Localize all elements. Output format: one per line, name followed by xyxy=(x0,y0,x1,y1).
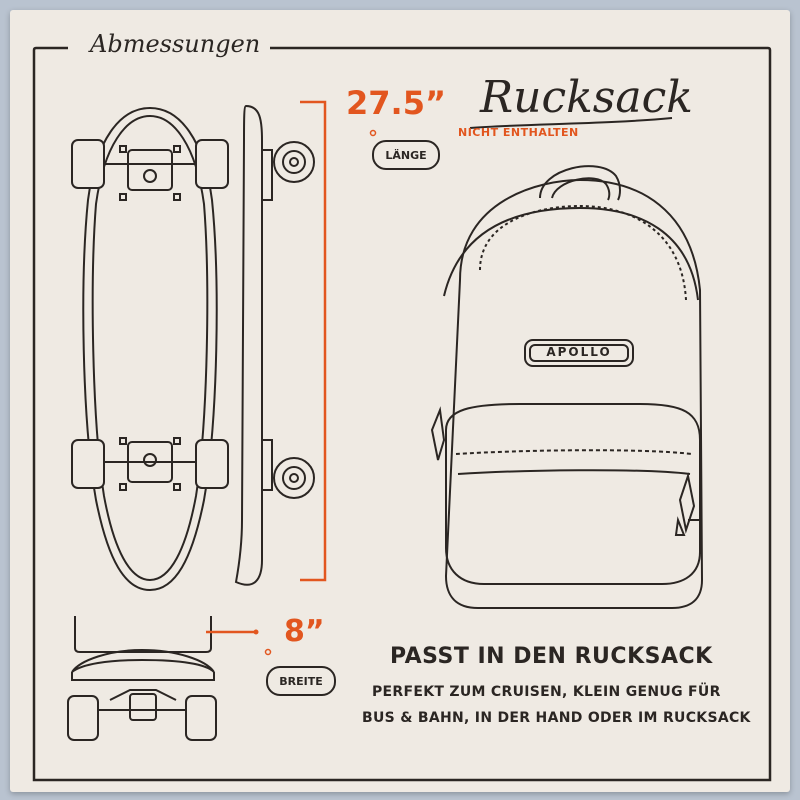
backpack-brand-label: APOLLO xyxy=(546,345,612,359)
rucksack-underline xyxy=(469,117,673,129)
frame-border xyxy=(32,46,772,782)
length-value: 27.5” xyxy=(346,84,446,122)
skateboard-front-view-icon xyxy=(67,616,217,741)
subline-1: PERFEKT ZUM CRUISEN, KLEIN GENUG FÜR xyxy=(372,684,721,700)
page-title: Abmessungen xyxy=(84,30,267,58)
width-value: 8” xyxy=(284,614,325,649)
length-dimension-line xyxy=(300,100,327,582)
backpack-not-included-note: NICHT ENTHALTEN xyxy=(458,126,579,139)
backpack-icon xyxy=(430,165,704,609)
length-label-badge: LÄNGE xyxy=(372,140,440,170)
backpack-title: Rucksack xyxy=(480,72,693,123)
headline: PASST IN DEN RUCKSACK xyxy=(390,644,713,669)
width-label-badge: BREITE xyxy=(266,666,336,696)
skateboard-top-view-icon xyxy=(71,106,229,592)
subline-2: BUS & BAHN, IN DER HAND ODER IM RUCKSACK xyxy=(362,710,751,726)
skateboard-side-view-icon xyxy=(234,104,315,586)
